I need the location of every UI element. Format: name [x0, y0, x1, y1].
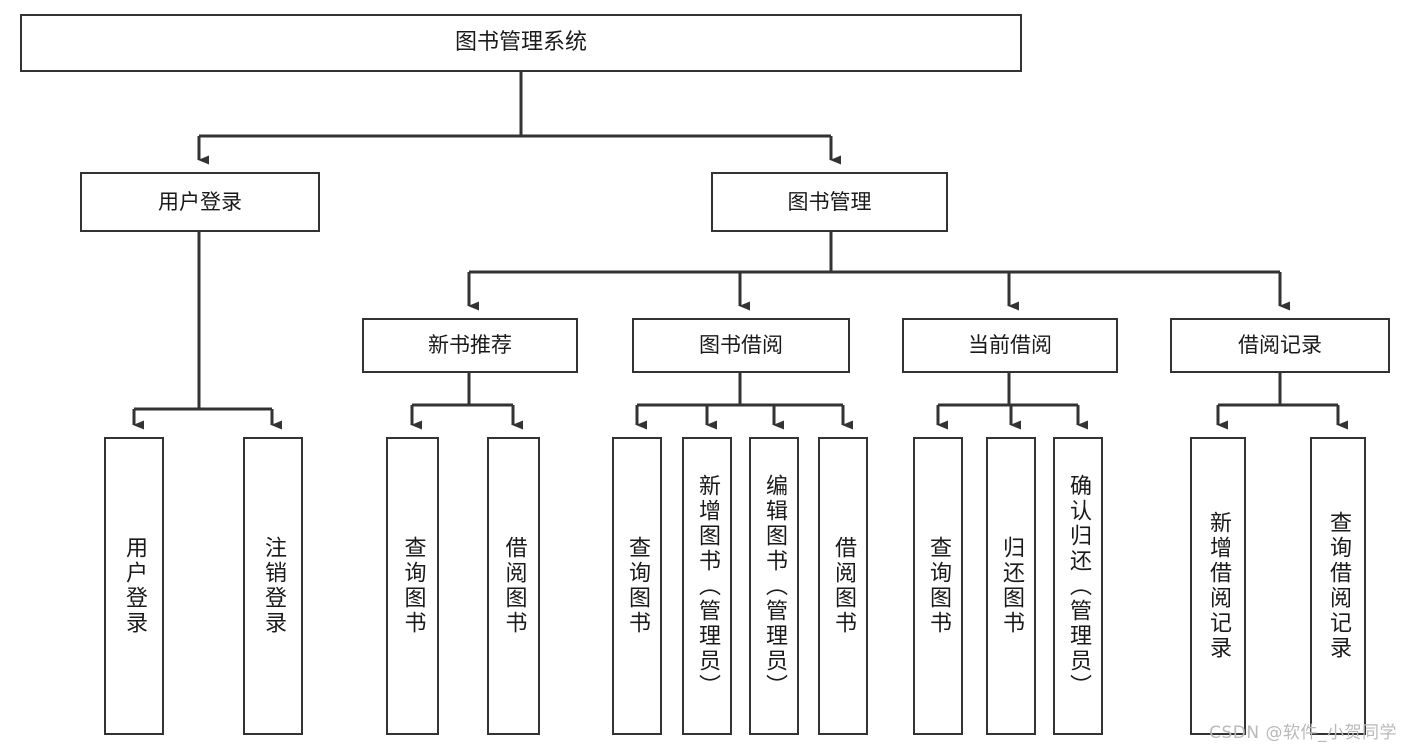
node-leaf-add-book-admin[interactable]: 新增图书（管理员）	[682, 437, 732, 735]
node-user-login[interactable]: 用户登录	[80, 172, 320, 232]
node-leaf-query-book-rec-label: 查询图书	[400, 536, 426, 636]
node-leaf-add-book-admin-label: 新增图书（管理员）	[695, 473, 720, 699]
node-leaf-borrow-book-brw[interactable]: 借阅图书	[818, 437, 868, 735]
node-leaf-query-borrow-rec[interactable]: 查询借阅记录	[1310, 437, 1366, 735]
node-leaf-borrow-book-brw-label: 借阅图书	[831, 536, 856, 636]
node-leaf-query-book-cur-label: 查询图书	[926, 536, 951, 636]
node-leaf-edit-book-admin[interactable]: 编辑图书（管理员）	[749, 437, 799, 735]
node-borrow-record-label: 借阅记录	[1238, 333, 1322, 358]
node-leaf-query-book-cur[interactable]: 查询图书	[913, 437, 963, 735]
node-leaf-confirm-return-label: 确认归还（管理员）	[1066, 473, 1091, 699]
node-book-borrow-label: 图书借阅	[699, 333, 783, 358]
node-leaf-logout-login-label: 注销登录	[261, 536, 286, 636]
node-leaf-return-book-label: 归还图书	[999, 536, 1024, 636]
node-leaf-query-book-rec[interactable]: 查询图书	[386, 437, 439, 735]
node-leaf-return-book[interactable]: 归还图书	[986, 437, 1036, 735]
node-user-login-label: 用户登录	[158, 189, 242, 214]
csdn-watermark: CSDN @软件_小贺同学	[1209, 723, 1397, 743]
node-borrow-record[interactable]: 借阅记录	[1170, 318, 1390, 373]
node-new-book-rec-label: 新书推荐	[428, 333, 512, 358]
node-leaf-query-book-brw-label: 查询图书	[625, 536, 650, 636]
node-leaf-add-borrow-rec-label: 新增借阅记录	[1206, 511, 1231, 661]
node-leaf-add-borrow-rec[interactable]: 新增借阅记录	[1190, 437, 1246, 735]
node-root-label: 图书管理系统	[454, 30, 587, 56]
node-leaf-logout-login[interactable]: 注销登录	[243, 437, 303, 735]
node-new-book-rec[interactable]: 新书推荐	[362, 318, 578, 373]
node-leaf-confirm-return[interactable]: 确认归还（管理员）	[1053, 437, 1103, 735]
node-leaf-user-login-label: 用户登录	[122, 536, 147, 636]
node-book-manage-label: 图书管理	[787, 189, 872, 214]
node-leaf-user-login[interactable]: 用户登录	[104, 437, 164, 735]
node-leaf-borrow-book-rec[interactable]: 借阅图书	[487, 437, 540, 735]
node-root[interactable]: 图书管理系统	[20, 14, 1022, 72]
node-book-borrow[interactable]: 图书借阅	[632, 318, 850, 373]
node-leaf-borrow-book-rec-label: 借阅图书	[501, 536, 527, 636]
node-current-borrow[interactable]: 当前借阅	[902, 318, 1118, 373]
node-current-borrow-label: 当前借阅	[968, 333, 1052, 358]
node-leaf-query-book-brw[interactable]: 查询图书	[612, 437, 662, 735]
node-leaf-query-borrow-rec-label: 查询借阅记录	[1326, 511, 1351, 661]
node-leaf-edit-book-admin-label: 编辑图书（管理员）	[762, 473, 787, 699]
node-book-manage[interactable]: 图书管理	[711, 172, 948, 232]
